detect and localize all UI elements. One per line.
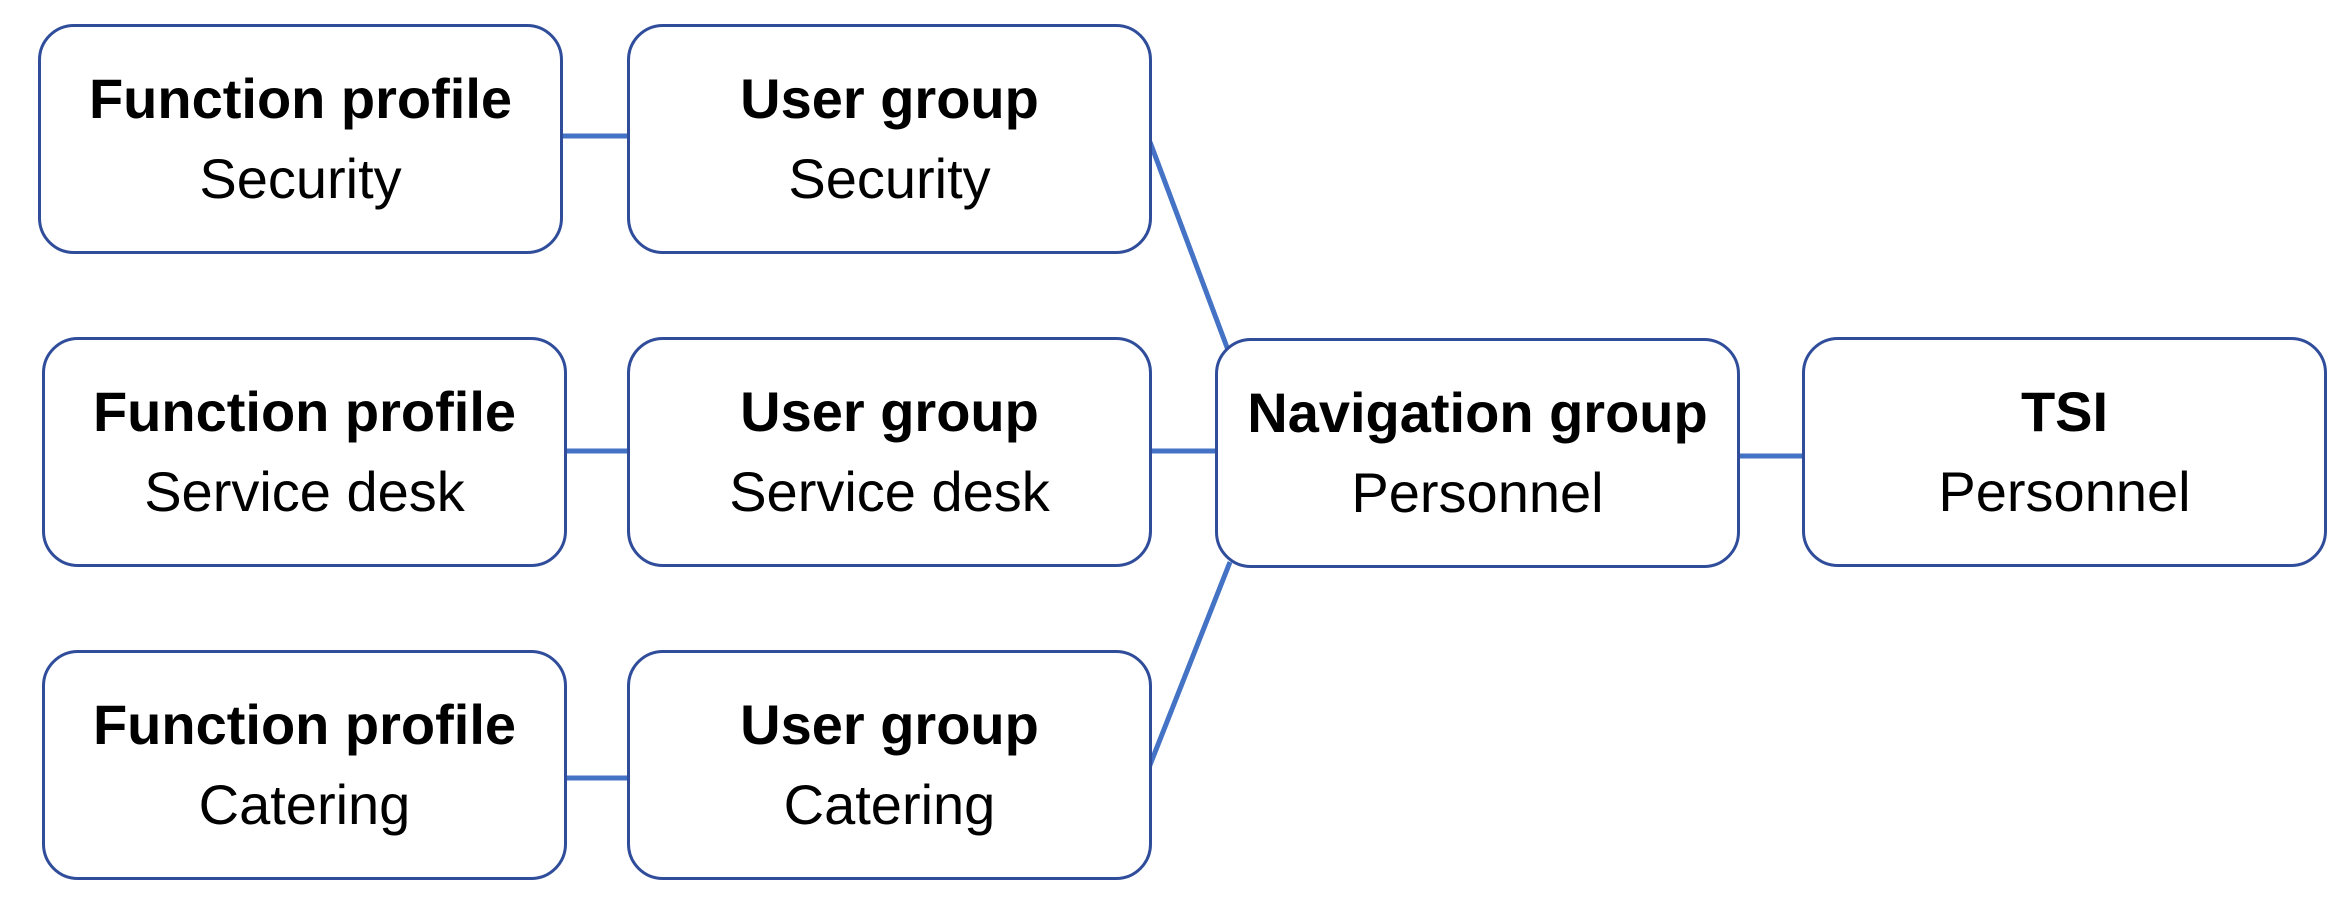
- node-title: Function profile: [92, 380, 517, 443]
- node-title: Function profile: [92, 693, 517, 756]
- tsi-personnel-node: TSI Personnel: [1802, 337, 2327, 567]
- function-profile-catering-node: Function profile Catering: [42, 650, 567, 880]
- node-subtitle: Catering: [198, 773, 411, 836]
- user-group-catering-node: User group Catering: [627, 650, 1152, 880]
- user-group-security-node: User group Security: [627, 24, 1152, 254]
- function-profile-service-desk-node: Function profile Service desk: [42, 337, 567, 567]
- edge-ug-security-to-nav: [1147, 141, 1231, 351]
- node-title: User group: [740, 67, 1039, 130]
- node-title: Navigation group: [1247, 381, 1708, 444]
- function-profile-security-node: Function profile Security: [38, 24, 563, 254]
- node-title: TSI: [2020, 380, 2109, 443]
- node-title: User group: [740, 380, 1039, 443]
- node-subtitle: Security: [199, 147, 402, 210]
- navigation-group-personnel-node: Navigation group Personnel: [1215, 338, 1740, 568]
- user-group-service-desk-node: User group Service desk: [627, 337, 1152, 567]
- node-subtitle: Catering: [783, 773, 996, 836]
- node-subtitle: Personnel: [1351, 461, 1604, 524]
- edge-ug-catering-to-nav: [1145, 561, 1233, 771]
- node-subtitle: Security: [788, 147, 991, 210]
- node-title: Function profile: [88, 67, 513, 130]
- node-title: User group: [740, 693, 1039, 756]
- node-subtitle: Personnel: [1938, 460, 2191, 523]
- node-subtitle: Service desk: [729, 460, 1050, 523]
- node-subtitle: Service desk: [144, 460, 465, 523]
